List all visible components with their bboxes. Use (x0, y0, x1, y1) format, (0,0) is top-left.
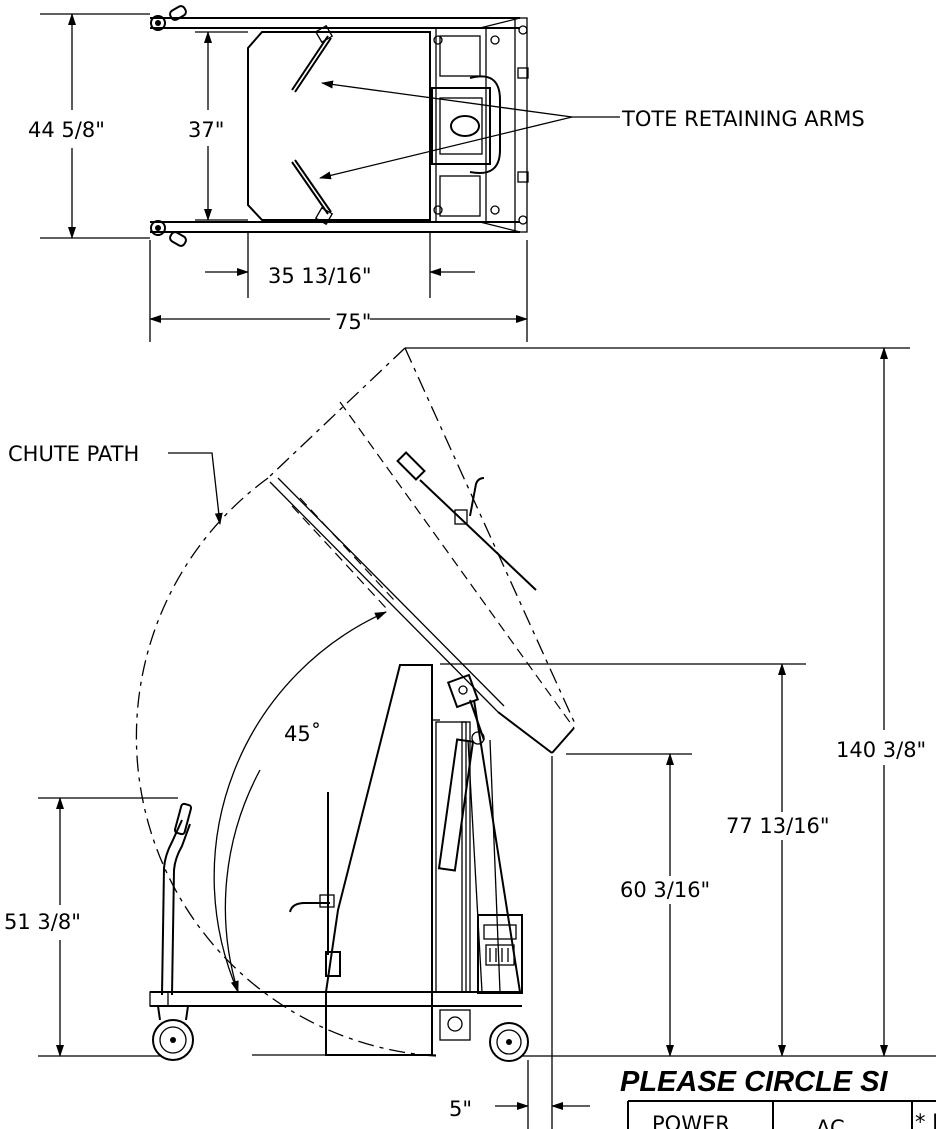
dim-handle-height: 51 3/8" (4, 910, 81, 934)
dim-side-offset: 5" (449, 1097, 472, 1121)
dim-total-height: 140 3/8" (836, 738, 926, 762)
dim-top-inner-height: 37" (188, 118, 224, 142)
dim-dump-angle: 45˚ (284, 722, 321, 746)
front-wheel (152, 1019, 194, 1061)
spec-table-title: PLEASE CIRCLE SI (620, 1066, 888, 1098)
spec-table: PLEASE CIRCLE SI POWER AC * I (620, 1066, 936, 1129)
angle-arc (213, 611, 387, 993)
caster-bottom-left (150, 220, 166, 236)
tote-arm-lower (291, 161, 329, 215)
callout-tote-retaining-arms: TOTE RETAINING ARMS (621, 107, 865, 131)
caster-top-left (150, 15, 166, 31)
rear-wheel (489, 1022, 529, 1062)
lift-tower (325, 664, 433, 1056)
dim-top-edge-height: 77 13/16" (726, 814, 830, 838)
callout-chute-path: CHUTE PATH (8, 442, 139, 466)
dim-top-outer-height: 44 5/8" (28, 118, 105, 142)
top-view: 44 5/8" 37" 35 13/16" 75" TOTE RETAINING… (28, 5, 865, 342)
lifted-chute (267, 347, 577, 754)
chute-path-arc (135, 477, 437, 1057)
dim-top-inner-width: 35 13/16" (268, 264, 372, 288)
tote-arm-upper (291, 35, 329, 91)
side-view: 45˚ CHUTE PATH 140 3/8" 77 13/16" 60 3/1… (4, 347, 936, 1129)
chute-top-outline (247, 31, 431, 221)
cart-handle (161, 819, 183, 996)
dim-discharge-height: 60 3/16" (620, 878, 710, 902)
spec-ac-label: AC (816, 1116, 845, 1129)
spec-power-label: POWER (652, 1112, 730, 1129)
dim-top-overall-width: 75" (335, 310, 371, 334)
spec-next-label: * I (915, 1110, 936, 1129)
